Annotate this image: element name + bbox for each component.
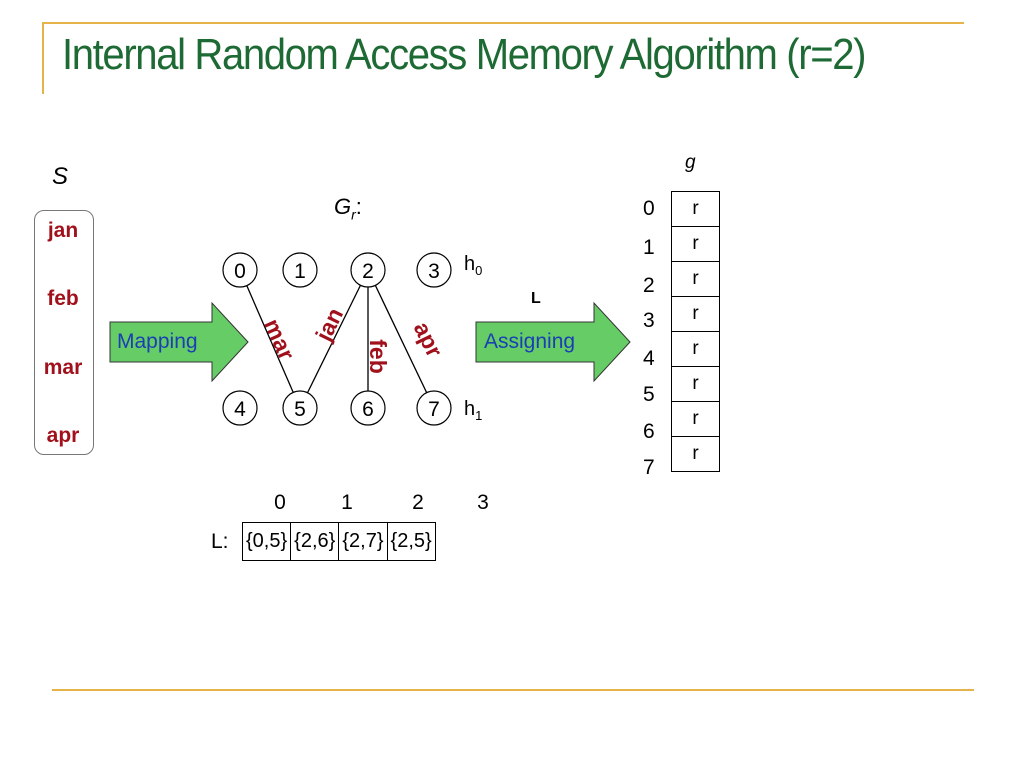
h0-label-main: h <box>464 253 476 275</box>
slide-title: Internal Random Access Memory Algorithm … <box>62 30 866 79</box>
node-0-circle <box>222 252 258 288</box>
L-header-3: 3 <box>477 491 489 514</box>
node-2-circle <box>350 252 386 288</box>
set-box <box>34 210 94 455</box>
h0-label-sub: 0 <box>475 263 483 278</box>
node-5-circle <box>282 390 318 426</box>
L-header-2: 2 <box>412 491 424 514</box>
h1-label-sub: 1 <box>475 408 483 423</box>
node-1-circle <box>282 252 318 288</box>
g-index-1: 1 <box>643 236 655 259</box>
g-cell-2: r <box>671 261 720 297</box>
L-cell-1: {2,6} <box>290 522 340 561</box>
node-7-circle <box>416 390 452 426</box>
node-6-circle <box>350 390 386 426</box>
graph-title: Gr: <box>334 194 362 222</box>
graph-title-sub: r <box>351 206 356 223</box>
L-cell-0: {0,5} <box>241 522 292 561</box>
node-7-label: 7 <box>428 398 440 421</box>
assign-function-label: L <box>531 290 541 307</box>
mapping-arrow <box>109 301 249 383</box>
L-cell-2: {2,7} <box>338 522 388 561</box>
assigning-arrow-label: Assigning <box>484 330 576 353</box>
g-cell-1: r <box>671 226 720 262</box>
set-item-apr: apr <box>46 424 80 447</box>
L-header-0: 0 <box>274 491 286 514</box>
g-index-7: 7 <box>643 456 655 479</box>
edge-2-7 <box>367 269 435 409</box>
g-index-4: 4 <box>643 347 655 370</box>
node-3-circle <box>416 252 452 288</box>
g-index-6: 6 <box>643 420 655 443</box>
assigning-arrow <box>475 301 631 383</box>
g-cell-5: r <box>671 366 720 402</box>
L-table: {0,5} {2,6} {2,7} {2,5} <box>241 522 436 561</box>
L-header-1: 1 <box>341 491 353 514</box>
h0-label: h0 <box>464 253 482 278</box>
mapping-arrow-label: Mapping <box>117 330 198 353</box>
g-cell-3: r <box>671 296 720 332</box>
node-3-label: 3 <box>428 260 440 283</box>
g-cell-6: r <box>671 401 720 437</box>
node-0-label: 0 <box>234 260 246 283</box>
set-label: S <box>52 163 69 190</box>
node-1-label: 1 <box>294 260 306 283</box>
g-index-0: 0 <box>643 197 655 220</box>
g-cell-4: r <box>671 331 720 367</box>
node-4-label: 4 <box>234 398 246 421</box>
g-cell-0: r <box>671 191 720 227</box>
h1-label: h1 <box>464 398 482 423</box>
node-2-label: 2 <box>362 260 374 283</box>
g-index-3: 3 <box>643 309 655 332</box>
frame-bottom-line <box>52 689 974 691</box>
g-array-label: g <box>685 152 696 173</box>
L-table-label: L: <box>211 530 229 553</box>
set-item-jan: jan <box>47 219 79 242</box>
graph-title-main: G <box>334 194 352 219</box>
edge-label-feb: feb <box>364 339 391 374</box>
edge-0-5 <box>239 269 301 409</box>
set-item-mar: mar <box>43 356 83 379</box>
g-index-2: 2 <box>643 274 655 297</box>
frame-top-line <box>42 22 964 24</box>
g-array-table: r r r r r r r r <box>671 191 720 472</box>
node-6-label: 6 <box>362 398 374 421</box>
set-item-feb: feb <box>47 287 79 310</box>
h1-label-main: h <box>464 398 476 420</box>
frame-left-line <box>42 22 44 94</box>
L-cell-3: {2,5} <box>386 522 436 561</box>
g-cell-7: r <box>671 436 720 472</box>
node-4-circle <box>222 390 258 426</box>
graph-title-suffix: : <box>355 194 362 219</box>
node-5-label: 5 <box>294 398 306 421</box>
g-index-5: 5 <box>643 383 655 406</box>
edge-2-5 <box>299 269 369 409</box>
